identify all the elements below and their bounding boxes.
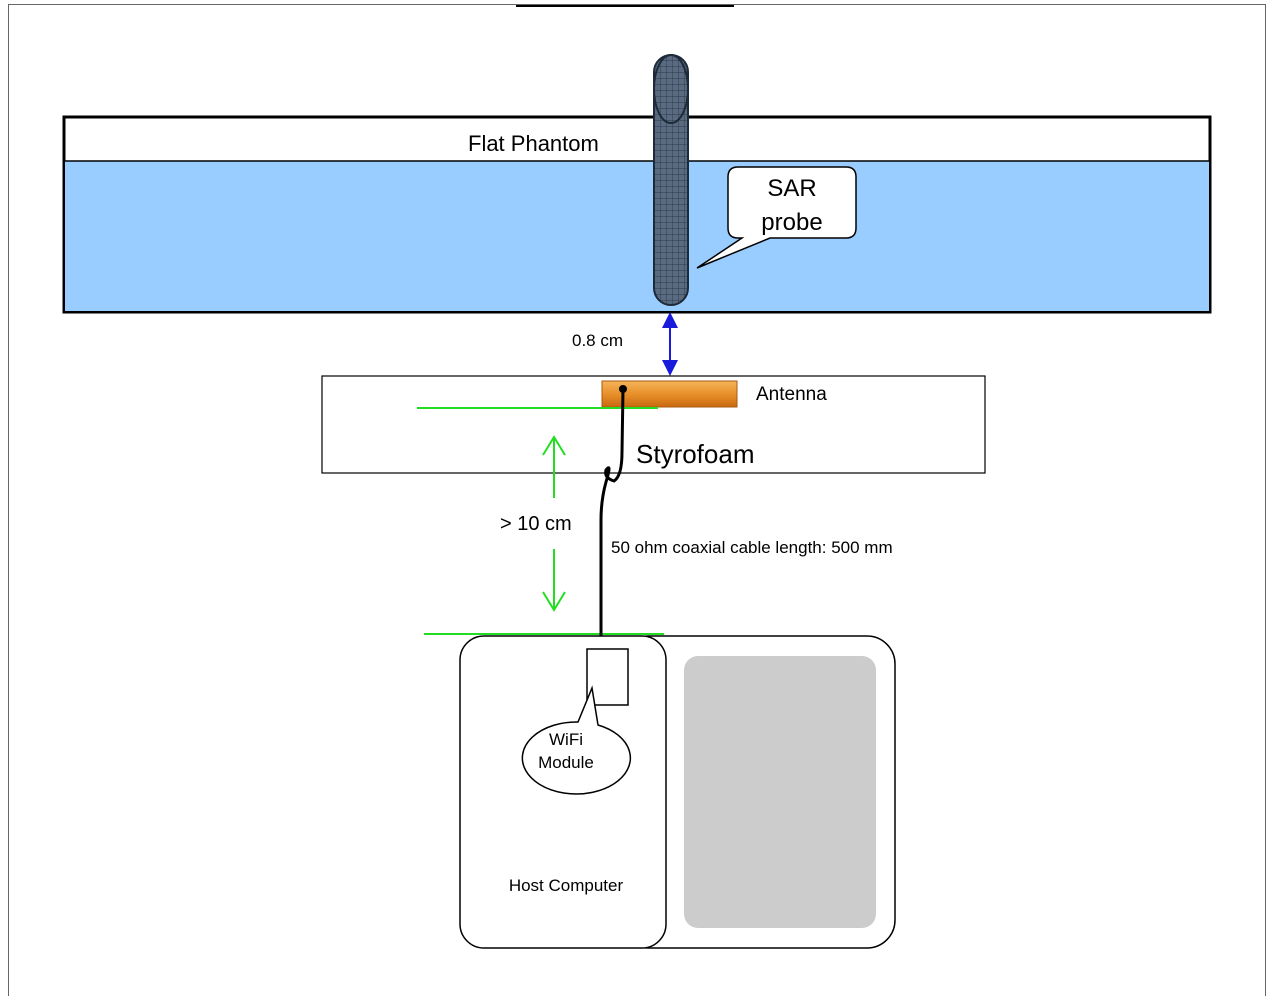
probe-tip-top xyxy=(653,54,689,124)
distance-arrow-down-head xyxy=(542,591,566,612)
host-computer: Host Computer xyxy=(459,635,896,949)
probe-callout: SAR probe xyxy=(696,166,857,269)
laptop-screen xyxy=(684,656,876,928)
sar-probe xyxy=(653,54,689,306)
probe-callout-bubble xyxy=(696,166,857,269)
coaxial-cable: 50 ohm coaxial cable length: 500 mm xyxy=(597,385,893,649)
figure-title-underline xyxy=(516,0,734,7)
host-label: Host Computer xyxy=(509,876,624,895)
wifi-callout-patch xyxy=(579,721,598,728)
distance-indicator: > 10 cm xyxy=(500,435,572,612)
cable-label: 50 ohm coaxial cable length: 500 mm xyxy=(611,538,893,557)
figure-frame xyxy=(8,4,1266,996)
wifi-callout-line1: WiFi xyxy=(549,730,583,749)
distance-arrow-up-head xyxy=(542,435,566,456)
wifi-module-callout: WiFi Module xyxy=(521,685,632,795)
separation-label: 0.8 cm xyxy=(572,331,623,350)
flat-phantom: Flat Phantom xyxy=(62,115,1212,314)
probe-callout-line2: probe xyxy=(761,209,822,236)
antenna: Antenna xyxy=(601,380,827,408)
antenna-label: Antenna xyxy=(756,384,827,405)
probe-callout-line1: SAR xyxy=(767,175,816,202)
distance-label: > 10 cm xyxy=(500,513,572,535)
phantom-label: Flat Phantom xyxy=(468,131,599,156)
cable-path xyxy=(599,388,625,645)
separation-indicator: 0.8 cm xyxy=(572,312,678,376)
cable-connector-top xyxy=(619,385,627,393)
wifi-callout-line2: Module xyxy=(538,753,594,772)
wifi-callout-bubble xyxy=(521,685,632,795)
phantom-liquid xyxy=(65,161,1209,311)
styrofoam-label: Styrofoam xyxy=(636,439,755,469)
probe-body-grid xyxy=(654,55,688,305)
